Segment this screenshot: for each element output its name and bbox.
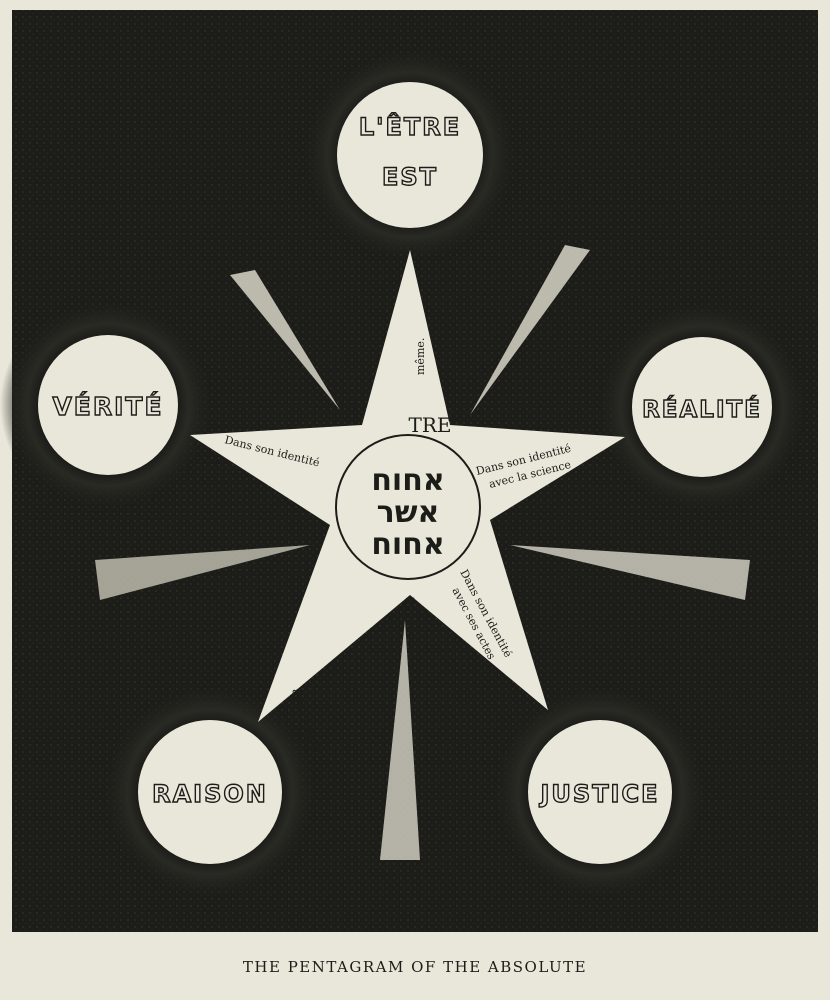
center-below-text: S <box>404 594 416 615</box>
ray-upper-left <box>230 270 340 410</box>
center-circle: אחוח אשר אחוח TRE S <box>335 413 481 615</box>
circle-bottom-right: JUSTICE <box>528 720 672 864</box>
circle-bottom-left-label: RAISON <box>152 780 268 808</box>
hebrew-line2: אשר <box>377 495 440 530</box>
circle-bottom-left: RAISON <box>138 720 282 864</box>
light-rays <box>95 245 750 860</box>
circle-top-line2: EST <box>382 163 438 191</box>
circle-left: VÉRITÉ <box>38 335 178 475</box>
circle-right: RÉALITÉ <box>632 337 772 477</box>
star-text-top: même. <box>414 338 427 375</box>
ray-bottom <box>380 620 420 860</box>
circle-left-label: VÉRITÉ <box>52 392 163 421</box>
circle-bottom-right-label: JUSTICE <box>538 780 659 808</box>
circle-top: L'ÊTRE EST <box>337 82 483 228</box>
ray-right <box>510 545 750 600</box>
center-above-text: TRE <box>409 413 452 437</box>
circle-right-label: RÉALITÉ <box>642 395 762 423</box>
circle-top-line1: L'ÊTRE <box>359 112 461 141</box>
figure-caption: THE PENTAGRAM OF THE ABSOLUTE <box>242 958 588 976</box>
hebrew-line1: אחוח <box>371 463 444 498</box>
hebrew-line3: אחוח <box>371 527 444 562</box>
ray-upper-right <box>470 245 590 415</box>
ray-left <box>95 545 310 600</box>
